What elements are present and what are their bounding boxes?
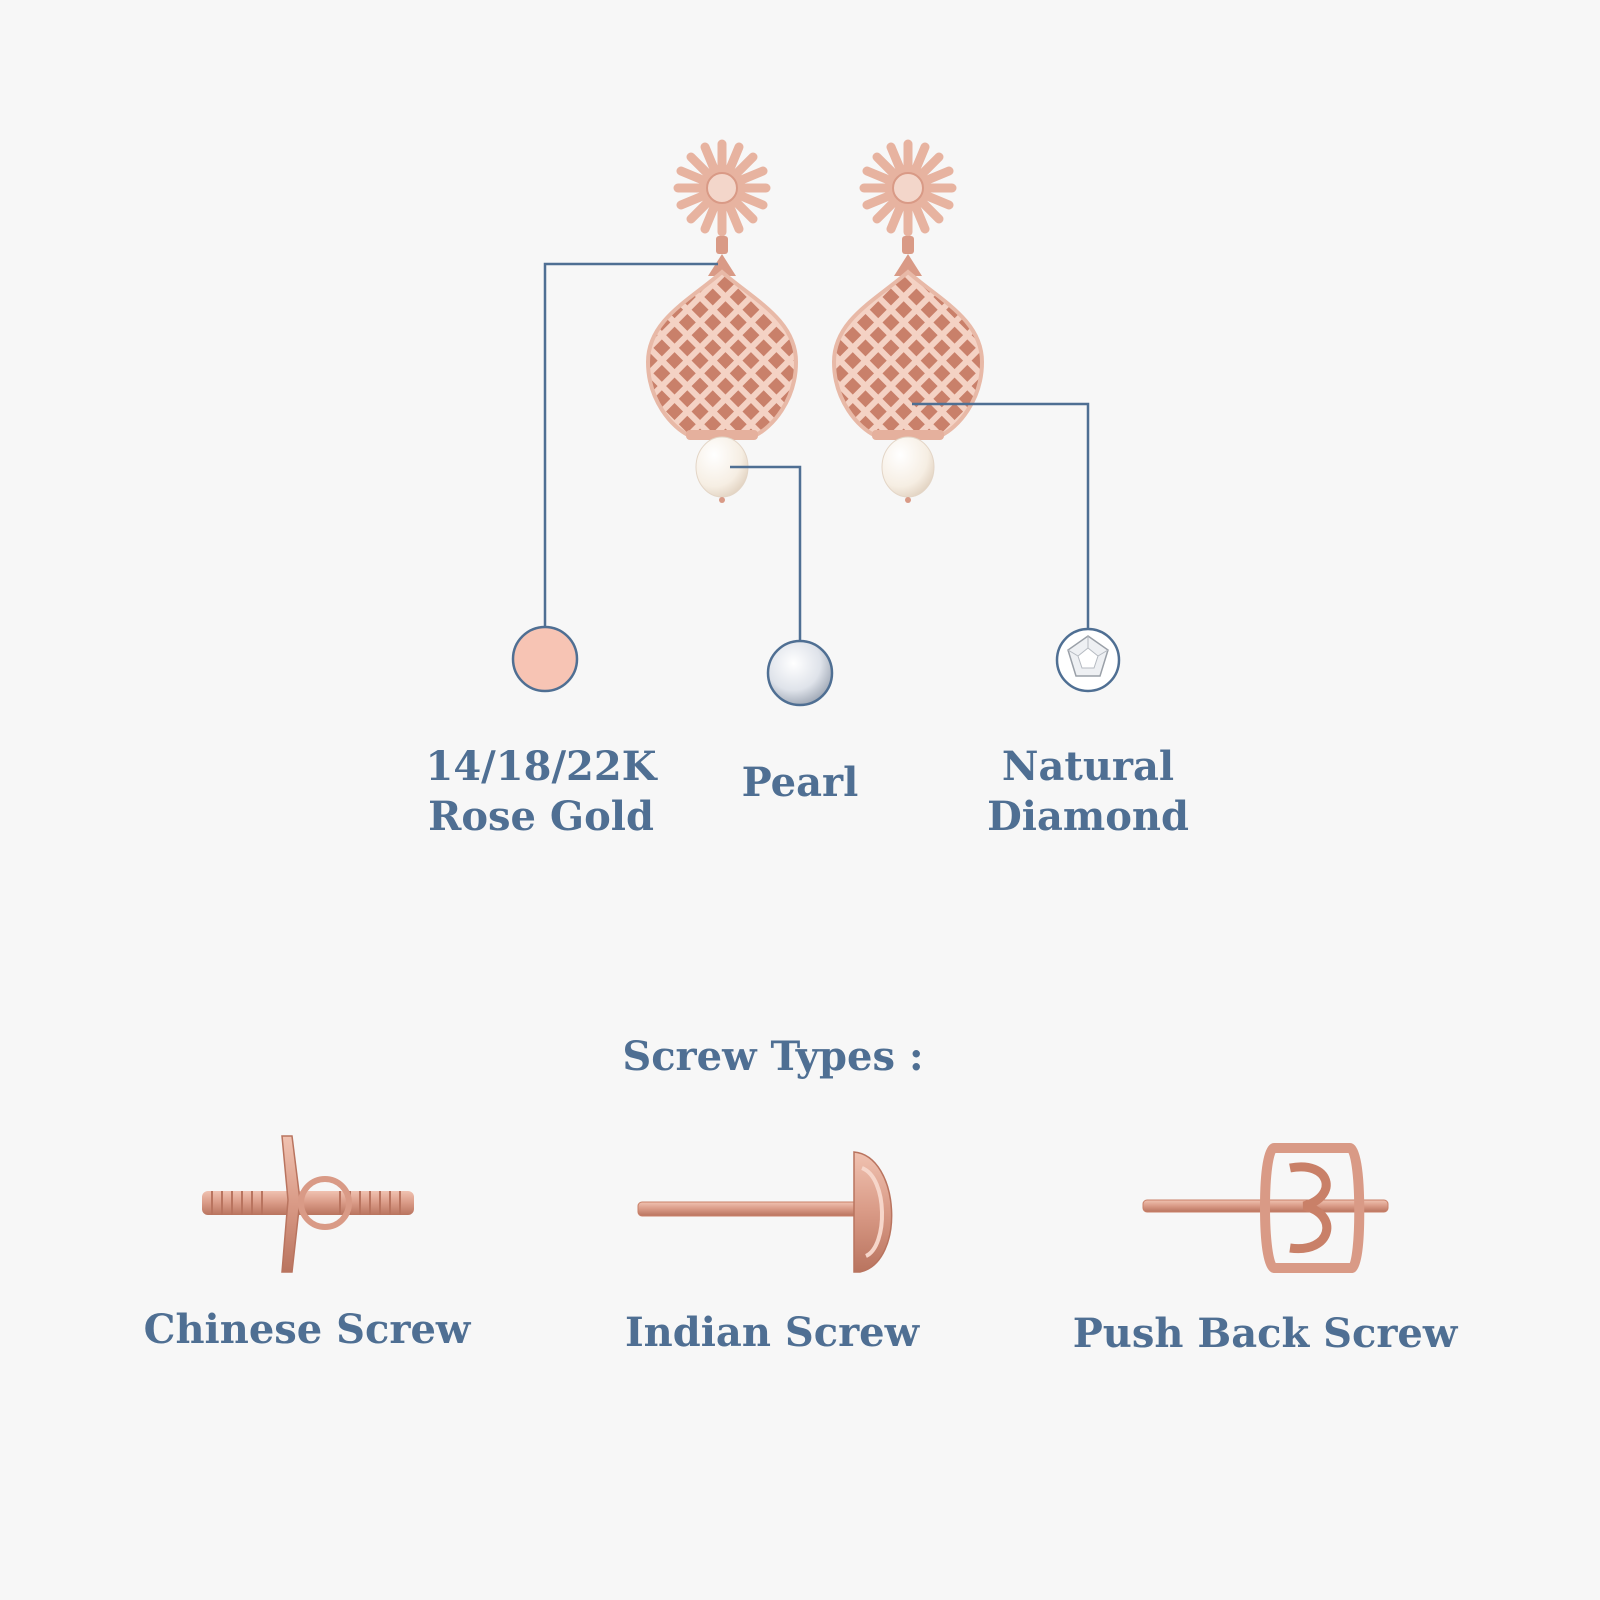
diamond-label-line1: Natural [1001, 743, 1175, 790]
push-back-screw-icon [1142, 1143, 1389, 1273]
right-earring [831, 139, 985, 503]
rose-gold-label: 14/18/22K Rose Gold [426, 742, 657, 842]
push-back-screw-label: Push Back Screw [1072, 1310, 1458, 1357]
diamond-label: Natural Diamond [987, 742, 1189, 842]
diamond-leader-line [912, 402, 1090, 628]
pearl-label: Pearl [742, 758, 859, 808]
right-earring-jhumka-body [831, 269, 985, 438]
left-earring-rim [686, 430, 758, 440]
pearl-swatch [766, 639, 834, 707]
right-earring-pearl [881, 436, 935, 498]
indian-screw-label: Indian Screw [624, 1309, 920, 1356]
diamond-label-line2: Diamond [987, 793, 1189, 840]
right-earring-flower-stud [859, 139, 957, 237]
right-earring-rim [872, 430, 944, 440]
indian-screw-icon [637, 1151, 893, 1273]
screw-types-title: Screw Types : [622, 1033, 924, 1080]
rose-gold-leader-line [543, 262, 718, 626]
rose-gold-label-line2: Rose Gold [428, 793, 654, 840]
pearl-label-line1: Pearl [741, 759, 859, 806]
chinese-screw-label: Chinese Screw [143, 1306, 471, 1353]
left-earring-flower-stud [673, 139, 771, 237]
rose-gold-label-line1: 14/18/22K [425, 743, 657, 790]
chinese-screw-icon [202, 1135, 414, 1273]
left-earring-cap [708, 254, 736, 276]
right-earring-cap [894, 254, 922, 276]
left-earring-link [716, 236, 728, 254]
left-earring [645, 139, 799, 503]
diamond-swatch [1055, 627, 1121, 693]
right-earring-link [902, 236, 914, 254]
rose-gold-swatch [511, 625, 579, 693]
left-earring-jhumka-body [645, 269, 799, 438]
pearl-leader-line [730, 465, 802, 640]
